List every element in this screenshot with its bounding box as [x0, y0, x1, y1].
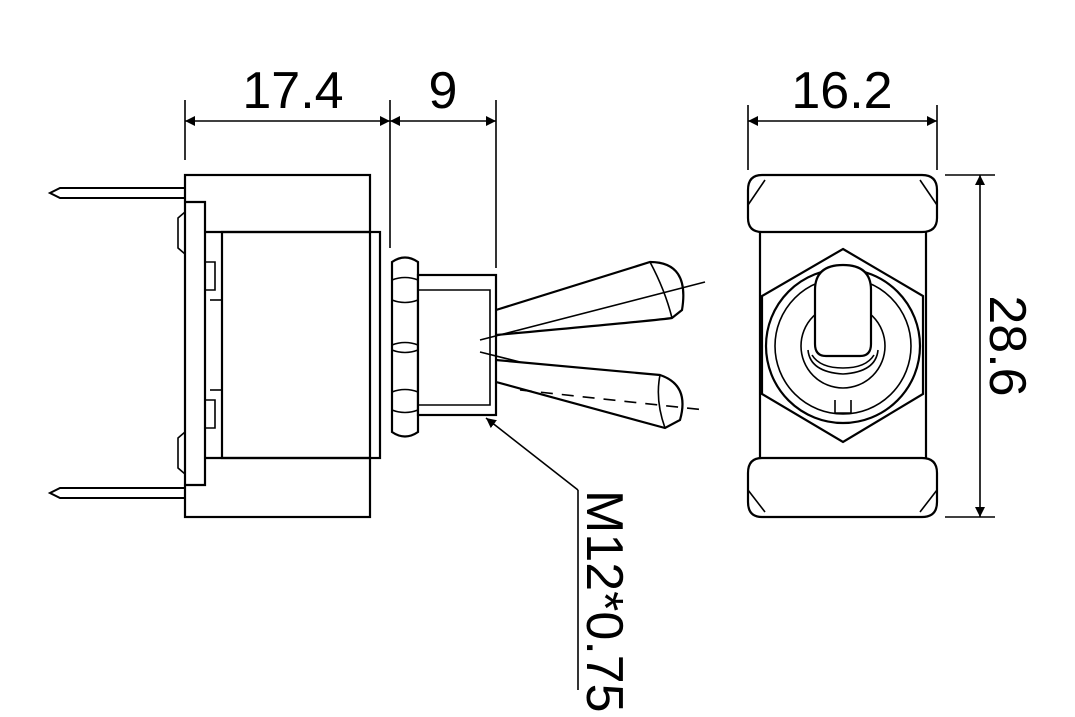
dim-label-width: 16.2: [791, 62, 892, 120]
dim-label-height: 28.6: [978, 295, 1036, 396]
top-cap: [746, 173, 939, 234]
dim-label-body-length: 17.4: [242, 62, 343, 120]
dim-bushing-length: 9: [390, 62, 497, 268]
front-body: [758, 232, 928, 458]
lever-front: [807, 263, 879, 375]
switch-body: [177, 173, 382, 519]
toggle-lever-on: [479, 260, 706, 341]
thread-callout: M12*0.75: [485, 417, 633, 713]
toggle-lever-off: [479, 351, 706, 430]
dim-width: 16.2: [747, 62, 938, 170]
bottom-cap: [746, 456, 939, 519]
dim-body-length: 17.4: [184, 62, 391, 248]
threaded-bushing: [416, 273, 498, 417]
dim-label-bushing-length: 9: [429, 62, 458, 120]
hex-nut: [390, 256, 420, 438]
front-view: 16.2 28.6: [746, 62, 1036, 519]
thread-label: M12*0.75: [575, 490, 633, 713]
dim-height: 28.6: [945, 174, 1036, 518]
side-view: 17.4 9 M12*0.75: [47, 62, 706, 713]
terminal-pins: [47, 187, 185, 499]
